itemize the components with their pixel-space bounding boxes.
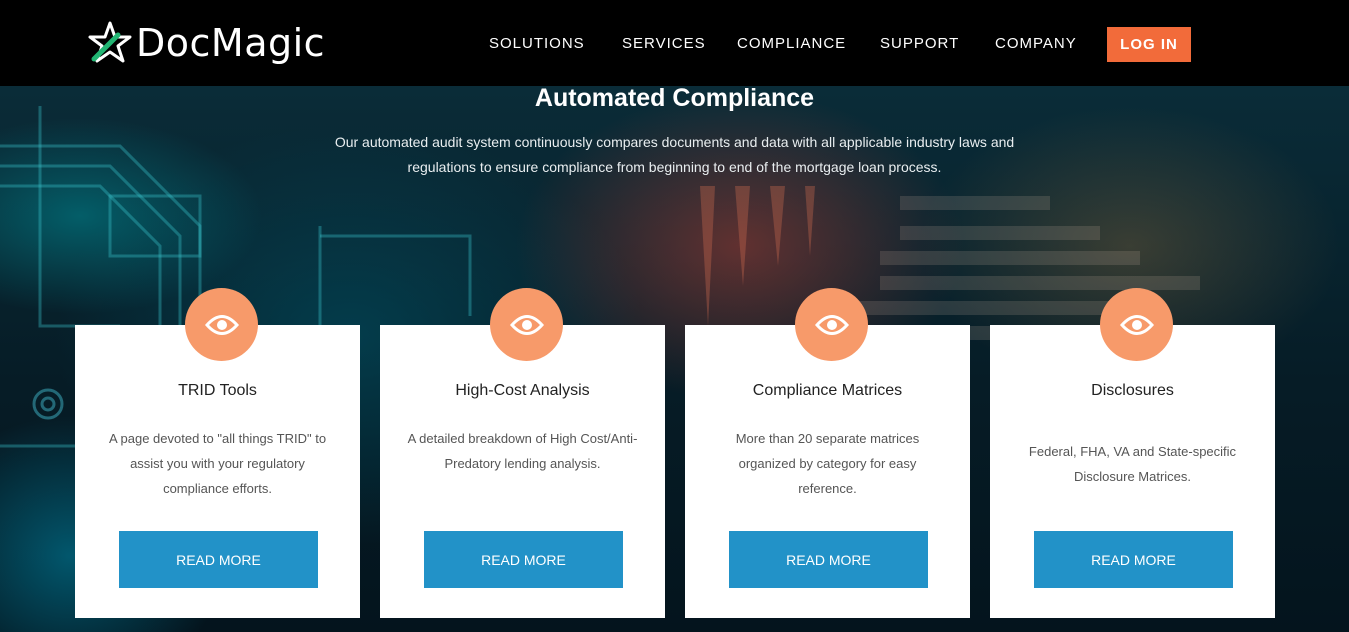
login-button[interactable]: LOG IN xyxy=(1107,27,1191,62)
read-more-button[interactable]: READ MORE xyxy=(1034,531,1233,588)
read-more-button[interactable]: READ MORE xyxy=(729,531,928,588)
card-title: TRID Tools xyxy=(178,382,257,399)
card-title: Compliance Matrices xyxy=(752,382,903,399)
eye-icon xyxy=(490,288,563,361)
page-title: Automated Compliance xyxy=(534,86,815,112)
nav-services[interactable]: SERVICES xyxy=(622,35,706,52)
nav-support[interactable]: SUPPORT xyxy=(880,35,960,52)
hero-section: Automated Compliance Our automated audit… xyxy=(0,86,1349,632)
eye-icon xyxy=(185,288,258,361)
card-description: More than 20 separate matrices organized… xyxy=(735,431,920,496)
card-compliance-matrices: Compliance Matrices More than 20 separat… xyxy=(685,288,970,618)
star-logo-icon xyxy=(88,21,132,63)
docmagic-logo[interactable]: DocMagic xyxy=(88,18,325,68)
card-high-cost-analysis: High-Cost Analysis A detailed breakdown … xyxy=(380,288,665,618)
hero-description: Our automated audit system continuously … xyxy=(334,134,1015,175)
card-title: High-Cost Analysis xyxy=(455,382,590,399)
card-trid-tools: TRID Tools A page devoted to "all things… xyxy=(75,288,360,618)
nav-solutions[interactable]: SOLUTIONS xyxy=(489,35,585,52)
top-navigation-bar: DocMagic SOLUTIONS SERVICES COMPLIANCE S… xyxy=(0,0,1349,86)
card-description: Federal, FHA, VA and State-specific Disc… xyxy=(1028,444,1237,484)
main-nav: SOLUTIONS SERVICES COMPLIANCE SUPPORT CO… xyxy=(0,0,1349,86)
logo-text: DocMagic xyxy=(136,21,326,65)
eye-icon xyxy=(1100,288,1173,361)
nav-company[interactable]: COMPANY xyxy=(995,35,1077,52)
card-description: A detailed breakdown of High Cost/Anti-P… xyxy=(407,431,638,471)
card-title: Disclosures xyxy=(1091,382,1174,399)
eye-icon xyxy=(795,288,868,361)
nav-compliance[interactable]: COMPLIANCE xyxy=(737,35,847,52)
read-more-button[interactable]: READ MORE xyxy=(119,531,318,588)
read-more-button[interactable]: READ MORE xyxy=(424,531,623,588)
card-description: A page devoted to "all things TRID" to a… xyxy=(108,431,327,496)
card-disclosures: Disclosures Federal, FHA, VA and State-s… xyxy=(990,288,1275,618)
